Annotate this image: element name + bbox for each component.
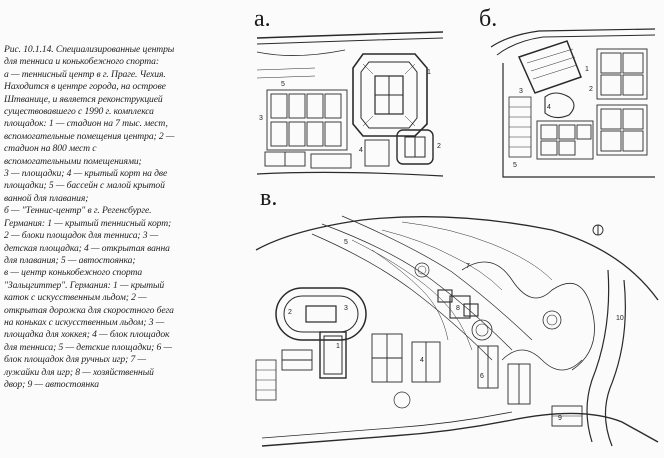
caption-line: в — центр конькобежного спорта: [4, 267, 143, 279]
caption-line: стадион на 800 мест с: [4, 143, 97, 155]
caption-line: Германия: 1 — крытый теннисный корт;: [4, 217, 172, 229]
caption-line: площадка для хоккея; 4 — блок площадок: [4, 329, 170, 341]
plan-b-number-1: 1: [585, 66, 589, 73]
plan-v-salzgitter-skating-centre: 1 2 3 4 5 6 7 8 9 10: [255, 215, 659, 447]
caption-line: 2 — блоки площадок для тенниса; 3 —: [4, 230, 159, 242]
caption-line: а — теннисный центр в г. Праге. Чехия.: [4, 68, 166, 80]
caption-line: б — "Теннис-центр" в г. Регенсбурге.: [4, 205, 152, 217]
plan-b-number-5: 5: [513, 162, 517, 169]
caption-line: ванной для плавания;: [4, 192, 89, 204]
plan-a-number-3: 3: [259, 115, 263, 122]
plan-a-number-2: 2: [437, 143, 441, 150]
caption-line: для тенниса и конькобежного спорта:: [4, 56, 159, 68]
panel-label-a: а.: [254, 6, 271, 32]
plan-v-number-2: 2: [288, 309, 292, 316]
plan-v-number-1: 1: [336, 343, 340, 350]
plan-b-number-4: 4: [547, 104, 551, 111]
caption-line: площадок: 1 — стадион на 7 тыс. мест,: [4, 118, 168, 130]
caption-line: открытая дорожка для скоростного бега: [4, 304, 174, 316]
caption-line: вспомогательными помещениями;: [4, 155, 142, 167]
caption-line: на коньках с искусственным льдом; 3 —: [4, 316, 165, 328]
caption-line: лужайки для игр; 8 — хозяйственный: [4, 366, 154, 378]
plan-a-prague-tennis-centre: 1 2 3 4 5: [256, 31, 444, 177]
caption-line: Находится в центре города, на острове: [4, 81, 166, 93]
caption-line: для тенниса; 5 — детские площадки; 6 —: [4, 341, 172, 353]
plan-v-number-4: 4: [420, 357, 424, 364]
caption-line: для плавания; 5 — автостоянка;: [4, 254, 136, 266]
caption-line: существовавшего с 1990 г. комплекса: [4, 106, 154, 118]
plan-v-number-6: 6: [480, 373, 484, 380]
caption-line: Штванице, и является реконструкцией: [4, 93, 163, 105]
plan-v-number-3: 3: [344, 305, 348, 312]
plan-v-number-7: 7: [466, 263, 470, 270]
plan-b-number-2: 2: [589, 86, 593, 93]
caption-line: двор; 9 — автостоянка: [4, 378, 99, 390]
caption-line: вспомогательные помещения центра; 2 —: [4, 130, 175, 142]
plan-a-number-5: 5: [281, 81, 285, 88]
plan-b-regensburg-tennis-centre: 1 2 3 4 5: [490, 28, 656, 178]
plan-v-number-9: 9: [558, 415, 562, 422]
panel-label-b: б.: [479, 6, 498, 32]
plan-b-number-3: 3: [519, 88, 523, 95]
caption-line: детская площадка; 4 — открытая ванна: [4, 242, 170, 254]
caption-line: каток с искусственным льдом; 2 —: [4, 292, 147, 304]
caption-line: "Зальцгиттер". Германия: 1 — крытый: [4, 279, 165, 291]
plan-a-number-4: 4: [359, 147, 363, 154]
panel-label-v: в.: [260, 185, 278, 211]
caption-line: площадки; 5 — бассейн с малой крытой: [4, 180, 165, 192]
plan-a-number-1: 1: [427, 69, 431, 76]
caption-line: Рис. 10.1.14. Специализированные центры: [4, 44, 175, 55]
caption-line: 3 — площадки; 4 — крытый корт на две: [4, 168, 168, 180]
plan-v-number-5: 5: [344, 239, 348, 246]
plan-v-number-10: 10: [616, 315, 624, 322]
caption-line: блок площадок для ручных игр; 7 —: [4, 354, 146, 366]
plan-v-number-8: 8: [456, 305, 460, 312]
